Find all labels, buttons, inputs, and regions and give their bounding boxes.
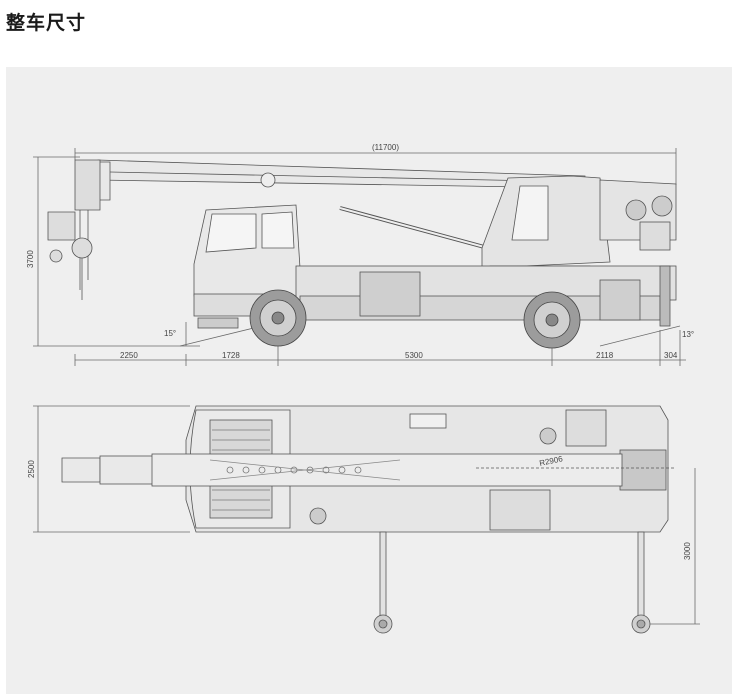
overall-length-label: (11700)	[372, 143, 399, 152]
page-title: 整车尺寸	[6, 12, 87, 34]
boom-top-view	[61, 453, 676, 487]
width-label: 2500	[27, 460, 36, 478]
wheelbase-label: 5300	[405, 351, 423, 360]
rear-overhang-label: 304	[664, 351, 678, 360]
rear-wheel	[523, 291, 581, 349]
rear-axle-label: 2118	[596, 351, 614, 360]
top-view: 2500	[27, 405, 700, 634]
front-axle-label: 1728	[222, 351, 240, 360]
truck-cab	[193, 204, 301, 317]
side-view: (11700) 3700 2250 1728 5300 2118 304 15°…	[26, 143, 694, 366]
departure-angle-label: 13°	[682, 330, 694, 339]
outrigger-span-label: 3000	[683, 542, 692, 560]
outrigger-front	[373, 531, 393, 634]
front-wheel	[249, 289, 307, 347]
superstructure	[481, 175, 677, 275]
outrigger-rear	[631, 531, 651, 634]
approach-angle-label: 15°	[164, 329, 176, 338]
hook-block	[47, 159, 101, 300]
front-overhang-label: 2250	[120, 351, 138, 360]
truck-chassis	[197, 265, 677, 329]
height-label: 3700	[26, 250, 35, 268]
